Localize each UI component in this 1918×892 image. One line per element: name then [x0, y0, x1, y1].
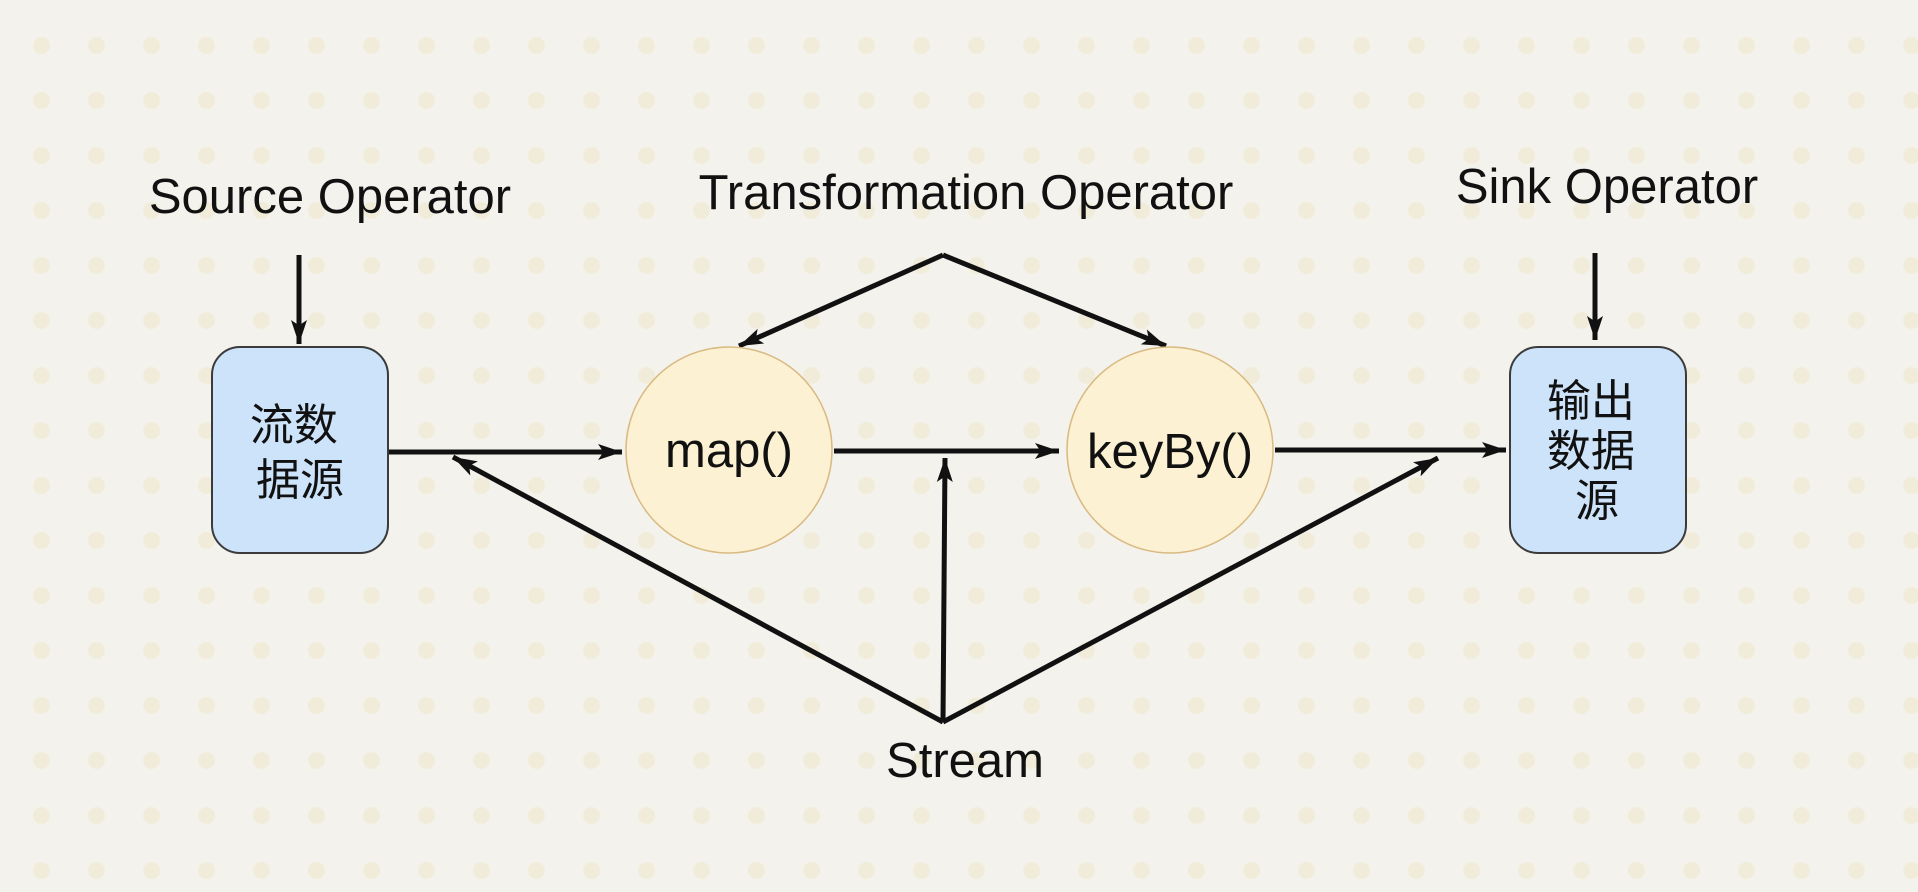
edge-stream-to-keyby-sink — [941, 455, 1440, 725]
map-node-label: map() — [665, 424, 793, 478]
map-node — [625, 346, 833, 554]
edge-transformation-label-to-keyby-node — [942, 252, 1167, 349]
edge-transformation-label-to-map-node — [737, 252, 945, 349]
edge-stream-to-source-map — [451, 454, 945, 725]
sink-operator-label: Sink Operator — [1456, 160, 1758, 214]
sink-node — [1509, 346, 1687, 554]
source-node — [211, 346, 389, 554]
transformation-operator-label: Transformation Operator — [699, 166, 1234, 220]
edge-stream-to-map-keyby — [936, 457, 953, 723]
keyby-node-label: keyBy() — [1087, 425, 1253, 479]
source-operator-label: Source Operator — [149, 170, 511, 224]
sink-node-label: 输出 数据 源 — [1547, 377, 1647, 526]
source-node-label: 流数 据源 — [250, 401, 350, 505]
stream-label: Stream — [886, 734, 1044, 788]
keyby-node — [1066, 346, 1274, 554]
